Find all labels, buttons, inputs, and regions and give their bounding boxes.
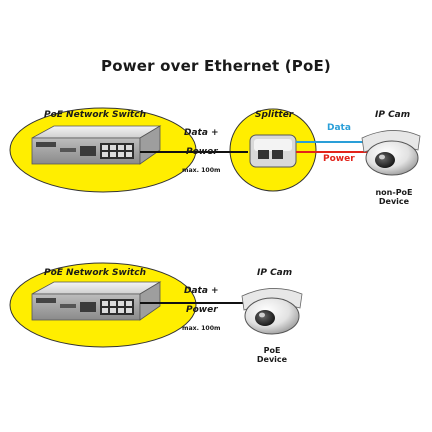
top-device-line2: Device [378,197,410,206]
top-switch-label: PoE Network Switch [44,110,146,120]
top-device-line1: non-PoE [375,188,413,197]
bottom-data-label: Data + [184,286,219,296]
top-distance-label: max. 100m [182,167,221,174]
top-switch-icon [31,125,162,165]
bottom-camera-icon [241,288,303,335]
bottom-device-line1: PoE [263,346,281,355]
bottom-power-label: Power [186,305,218,315]
top-splitter-label: Splitter [255,110,294,120]
bottom-switch-label: PoE Network Switch [44,268,146,278]
bottom-distance-label: max. 100m [182,325,221,332]
bottom-switch-icon [31,281,162,321]
top-data-label: Data + [184,128,219,138]
top-device-label: non-PoE Device [364,188,424,206]
top-camera-icon [361,130,421,176]
top-power-label: Power [186,147,218,157]
bottom-device-line2: Device [256,355,288,364]
top-splitter-icon [249,134,297,168]
bottom-device-label: PoE Device [242,346,302,364]
bottom-camera-label: IP Cam [257,268,293,278]
top-power-out-label: Power [323,154,355,164]
diagram-title: Power over Ethernet (PoE) [101,57,331,75]
top-data-out-label: Data [327,123,351,133]
top-camera-label: IP Cam [375,110,411,120]
